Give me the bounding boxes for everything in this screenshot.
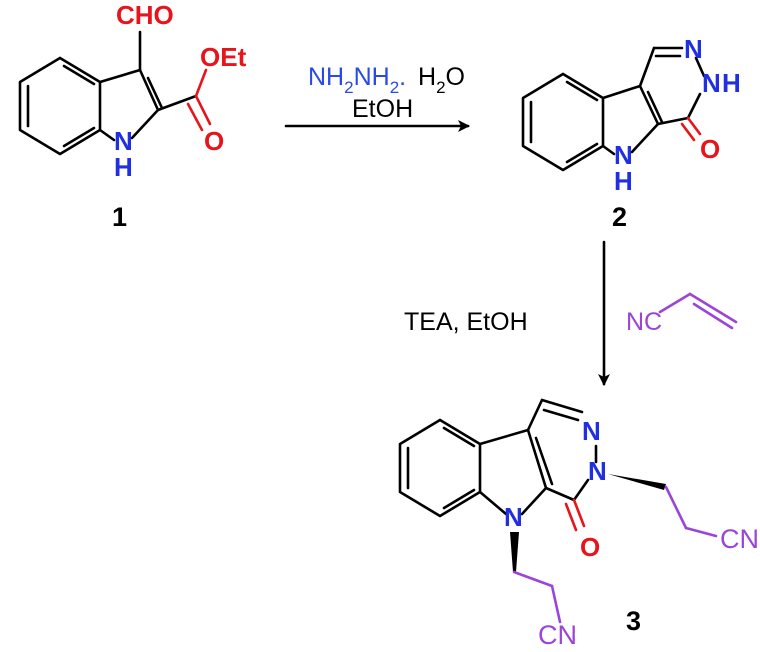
compound-3-carbonyl-o: O (580, 532, 600, 562)
compound-1-c3a-c3 (98, 68, 142, 84)
compound-3-cyanoethyl-bottom (512, 570, 554, 588)
compound-2-pyrrole (601, 84, 642, 100)
reagent-water: H2O (418, 63, 465, 97)
compound-3-carbonyl (572, 498, 586, 528)
compound-1-c3-c2 (138, 68, 160, 112)
compound-2-benzene-double (565, 142, 599, 164)
compound-3-cn-right: CN (720, 524, 759, 554)
compound-2-pyridazine (686, 92, 702, 120)
compound-1-label: 1 (112, 202, 127, 232)
compound-1-c2-n (130, 108, 160, 140)
compound-2-pyrrole-double (646, 90, 664, 124)
conditions-tea-etoh: TEA, EtOH (404, 308, 528, 336)
compound-3-n-indole: N (504, 502, 523, 532)
compound-3-carbonyl-double (564, 502, 578, 532)
compound-1-ester-c (156, 94, 198, 112)
compound-2-nh-indole: N (614, 140, 633, 170)
compound-3-label: 3 (626, 606, 641, 636)
compound-3-benzene (398, 418, 482, 518)
compound-2-nh-indole-h: H (614, 166, 633, 196)
compound-2-carbonyl-double (680, 122, 696, 142)
compound-2: N N H O N H (521, 34, 741, 196)
compound-3-pyrrole (478, 490, 508, 516)
compound-3-n-top: N (582, 416, 601, 446)
compound-1-benzene (18, 56, 102, 156)
compound-3-pyrrole (478, 428, 530, 446)
acrylonitrile-vinyl-double (692, 302, 734, 330)
compound-3-pyrrole (526, 428, 548, 490)
compound-1-benzene-double (62, 126, 96, 148)
acrylonitrile-vinyl (688, 292, 738, 324)
compound-3-cyanoethyl-bottom (550, 584, 562, 624)
compound-1-nh: N (114, 126, 133, 156)
compound-3-wedge-right (608, 474, 666, 490)
compound-3-pyridazine (572, 478, 590, 502)
compound-1-c3-c2-double (146, 76, 164, 110)
compound-3-benzene-double (442, 426, 476, 448)
compound-3-pyridazine (540, 398, 584, 414)
acrylonitrile-bond (658, 292, 692, 314)
compound-3-pyridazine-double (542, 408, 580, 422)
compound-1-ester-o-double-2 (186, 102, 204, 132)
compound-1: CHO OEt O N H (18, 0, 247, 182)
compound-1-benzene-double (62, 64, 96, 86)
compound-1-carbonyl-o: O (204, 126, 224, 156)
compound-2-nh-ring: N (702, 68, 721, 98)
compound-1-n-c7a (98, 128, 116, 142)
compound-1-oet: OEt (200, 42, 247, 72)
compound-1-cho: CHO (116, 0, 174, 30)
compound-2-benzene-double (565, 80, 599, 102)
compound-2-pyridazine (694, 56, 706, 78)
compound-3: N N O N CN CN (398, 398, 759, 650)
compound-3-n-ring: N (588, 456, 607, 486)
compound-1-ester-o-double (194, 94, 212, 126)
compound-3-cn-bottom: CN (538, 620, 577, 650)
compound-2-nh-ring-h: H (722, 68, 741, 98)
compound-3-wedge-bottom (510, 532, 519, 572)
compound-2-pyrrole (630, 122, 660, 154)
compound-2-benzene (521, 72, 605, 172)
compound-2-label: 2 (612, 202, 627, 232)
compound-3-cyanoethyl-right (684, 526, 718, 538)
compound-3-cyanoethyl-right (664, 485, 688, 530)
compound-3-pyrrole-double (534, 436, 554, 486)
compound-2-carbonyl (686, 116, 702, 136)
compound-2-carbonyl-o: O (700, 134, 720, 164)
acrylonitrile: NC (626, 292, 738, 336)
compound-3-pyridazine (526, 398, 544, 432)
compound-3-pyrrole (520, 486, 548, 516)
compound-3-pyridazine (544, 486, 576, 502)
acrylonitrile-nc: NC (626, 308, 662, 336)
compound-1-nh-h: H (114, 152, 133, 182)
compound-2-pyridazine (638, 46, 656, 88)
compound-3-benzene-double (442, 488, 476, 510)
compound-2-n-top: N (684, 34, 703, 64)
compound-2-pyrrole (638, 84, 660, 126)
compound-1-ester-o-single (194, 68, 208, 98)
compound-2-pyrrole (601, 144, 616, 156)
solvent-etoh-1: EtOH (352, 95, 413, 123)
compound-2-pyridazine (656, 116, 690, 126)
reagent-hydrazine: NH2NH2. (308, 63, 406, 97)
